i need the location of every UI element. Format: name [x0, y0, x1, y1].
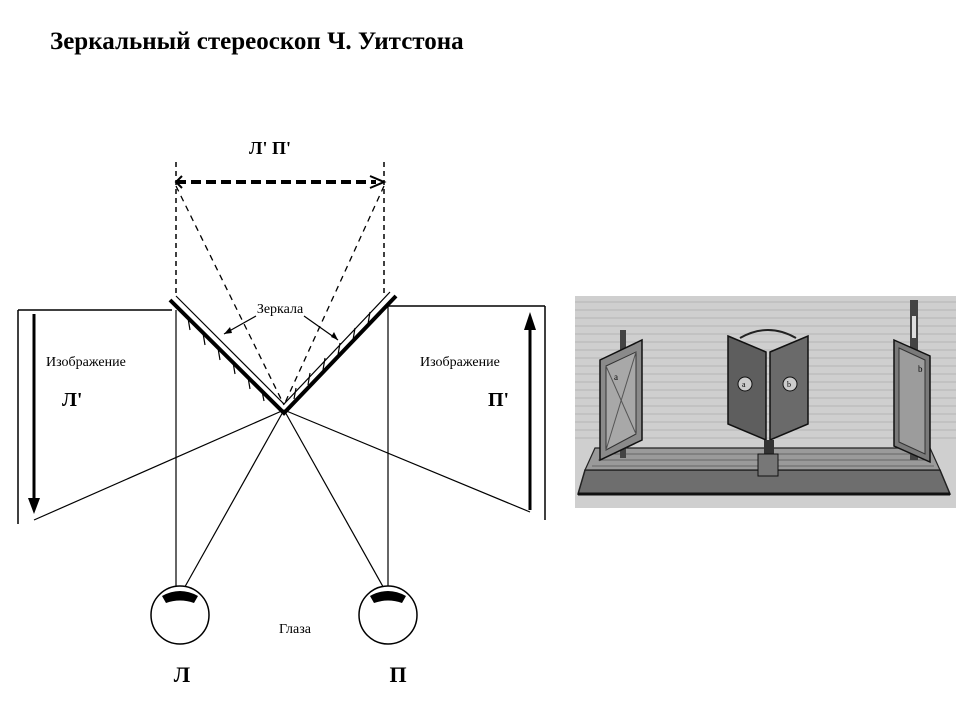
mirrors-pointers	[223, 315, 339, 341]
left-card-mark: a	[614, 372, 618, 382]
dashed-sight-lines	[175, 185, 385, 406]
left-image-label: Изображение	[46, 355, 126, 370]
page-title: Зеркальный стереоскоп Ч. Уитстона	[50, 28, 464, 55]
right-image-letter: П'	[488, 389, 509, 411]
mirrors-label: Зеркала	[257, 302, 304, 317]
right-eye-letter: П	[389, 662, 406, 687]
left-eye-letter: Л	[174, 662, 191, 687]
left-eye	[150, 585, 210, 645]
virtual-image-label: Л' П'	[249, 138, 291, 158]
right-eye	[358, 585, 418, 645]
center-mark-left: a	[742, 380, 746, 389]
left-image-arrow	[28, 314, 40, 514]
left-image-letter: Л'	[62, 389, 82, 411]
right-card-mark: b	[918, 364, 923, 374]
center-mark-right: b	[787, 380, 791, 389]
light-rays	[33, 306, 531, 593]
stereoscope-engraving: a b a b	[575, 296, 956, 508]
eyes-label: Глаза	[279, 622, 312, 637]
right-image-label: Изображение	[420, 355, 500, 370]
screen-lines	[17, 305, 546, 524]
right-image-arrow	[524, 312, 536, 510]
mirrors	[168, 291, 398, 416]
virtual-image-bracket	[174, 162, 387, 296]
